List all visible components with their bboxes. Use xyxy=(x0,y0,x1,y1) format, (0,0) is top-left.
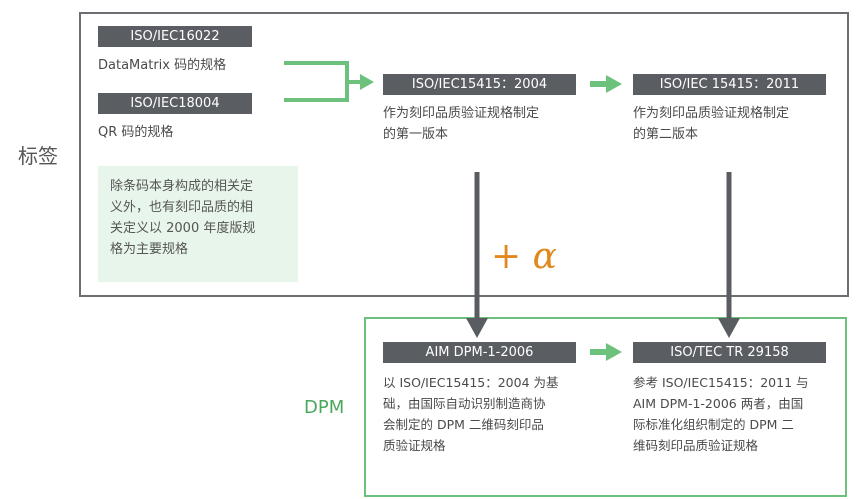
std-aim-dpm-1-2006-desc: 以 ISO/IEC15415：2004 为基 础，由国际自动识别制造商协 会制定… xyxy=(383,375,559,453)
gray-arrow-right-head xyxy=(718,318,740,338)
std-iso-iec-15415-2004-desc: 作为刻印品质验证规格制定 的第一版本 xyxy=(383,106,540,142)
std-iso-iec-16022-desc: DataMatrix 码的规格 xyxy=(98,58,227,73)
side-label-dpm: DPM xyxy=(304,397,345,418)
std-aim-dpm-1-2006-label: AIM DPM-1-2006 xyxy=(383,342,576,363)
std-iso-iec-18004-desc: QR 码的规格 xyxy=(98,125,174,140)
note-box: 除条码本身构成的相关定 义外，也有刻印品质的相 关定义以 2000 年度版规 格… xyxy=(98,166,298,282)
green-bracket-arrow xyxy=(284,61,362,102)
green-bracket-arrowhead xyxy=(360,74,374,90)
std-iso-iec-18004-label: ISO/IEC18004 xyxy=(98,93,252,114)
label-standards-frame xyxy=(79,12,849,297)
std-iso-iec-15415-2011-label: ISO/IEC 15415：2011 xyxy=(633,74,826,95)
side-label-labels: 标签 xyxy=(18,144,58,168)
std-iso-iec-16022-label: ISO/IEC16022 xyxy=(98,26,252,47)
std-iso-tec-tr-29158-label: ISO/TEC TR 29158 xyxy=(633,342,826,363)
gray-arrow-left-head xyxy=(466,318,488,338)
dpm-standards-frame xyxy=(364,317,847,497)
std-iso-iec-15415-2011-desc: 作为刻印品质验证规格制定 的第二版本 xyxy=(633,106,790,142)
plus-alpha-label: + α xyxy=(491,236,557,277)
green-arrow-bottom-head xyxy=(606,343,622,361)
std-iso-iec-15415-2004-label: ISO/IEC15415：2004 xyxy=(383,74,576,95)
green-arrow-top-head xyxy=(606,75,622,93)
std-iso-tec-tr-29158-desc: 参考 ISO/IEC15415：2011 与 AIM DPM-1-2006 两者… xyxy=(633,375,809,453)
